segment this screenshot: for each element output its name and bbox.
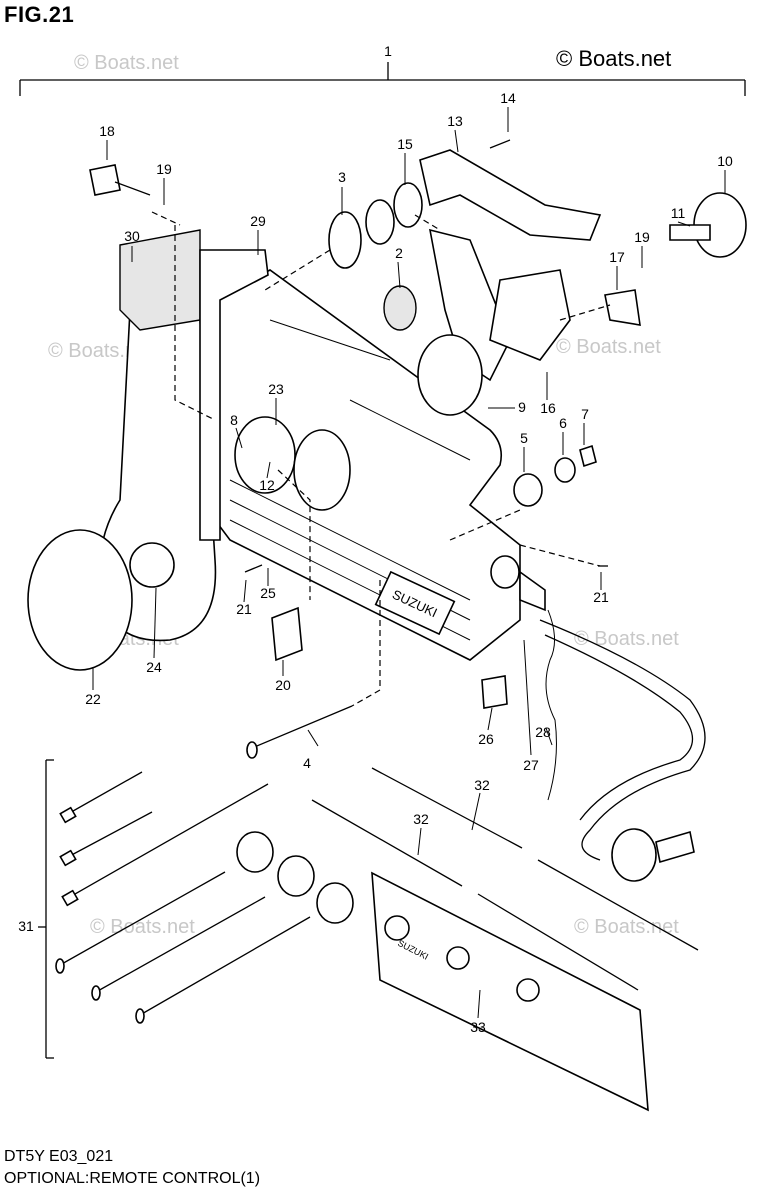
leader-lines <box>92 107 726 1019</box>
callout-label: 22 <box>85 691 101 707</box>
copyright-notice: © Boats.net <box>556 46 672 71</box>
callout-label: 21 <box>236 601 252 617</box>
callout-label: 31 <box>18 918 34 934</box>
callout-label: 7 <box>581 406 589 422</box>
watermark: © Boats.net <box>74 52 179 74</box>
trim-panel <box>371 871 649 1112</box>
callout-label: 24 <box>146 659 162 675</box>
callout-label: 8 <box>230 412 238 428</box>
diagram-code: DT5Y E03_021 <box>4 1148 114 1165</box>
callout-label: 11 <box>671 205 686 221</box>
watermark: © Boats.net <box>90 916 195 938</box>
gear-cam <box>234 416 351 511</box>
diagram-caption: OPTIONAL:REMOTE CONTROL(1) <box>4 1170 261 1187</box>
kit-bracket <box>38 759 54 1059</box>
watermark: © Boats.net <box>574 628 679 650</box>
callout-label: 17 <box>609 249 625 265</box>
callout-label: 28 <box>535 724 551 740</box>
callout-label: 29 <box>250 213 266 229</box>
callout-label: 27 <box>523 757 539 773</box>
callout-label: 19 <box>634 229 650 245</box>
watermark: © Boats.net <box>48 340 153 362</box>
callout-label: 10 <box>717 153 733 169</box>
fasteners <box>89 139 608 573</box>
callout-label: 16 <box>540 400 556 416</box>
callout-label: 6 <box>559 415 567 431</box>
callout-label: 33 <box>470 1019 486 1035</box>
wiring-harness <box>539 619 706 882</box>
callout-label: 19 <box>156 161 172 177</box>
callout-label: 1 <box>384 43 392 59</box>
callout-label: 14 <box>500 90 516 106</box>
clip <box>271 606 303 662</box>
callout-label: 25 <box>260 585 276 601</box>
long-bolt <box>246 705 353 759</box>
callout-label: 23 <box>268 381 284 397</box>
key-switch <box>481 555 557 801</box>
cover-disc <box>27 529 133 671</box>
assembly-bracket <box>19 62 746 96</box>
watermark: © Boats.net <box>556 336 661 358</box>
hardware-kit <box>55 771 354 1024</box>
control-cables <box>311 767 699 991</box>
figure-title: FIG.21 <box>4 2 75 27</box>
watermark: © Boats.net <box>574 916 679 938</box>
callout-label: 12 <box>259 477 275 493</box>
callout-label: 15 <box>397 136 413 152</box>
assembly-lines <box>151 211 611 707</box>
callout-label: 3 <box>338 169 346 185</box>
callout-label: 13 <box>447 113 463 129</box>
upper-components <box>328 149 747 507</box>
callout-label: 21 <box>593 589 609 605</box>
callout-label: 30 <box>124 228 140 244</box>
callout-labels: 1 2 3 4 5 6 7 8 9 10 11 12 13 14 15 16 1… <box>18 43 733 1035</box>
callout-label: 9 <box>518 399 526 415</box>
callout-label: 5 <box>520 430 528 446</box>
callout-label: 4 <box>303 755 311 771</box>
control-housing <box>214 269 521 661</box>
callout-label: 18 <box>99 123 115 139</box>
callout-label: 2 <box>395 245 403 261</box>
callout-label: 26 <box>478 731 494 747</box>
callout-label: 32 <box>413 811 429 827</box>
callout-label: 32 <box>474 777 490 793</box>
callout-label: 20 <box>275 677 291 693</box>
